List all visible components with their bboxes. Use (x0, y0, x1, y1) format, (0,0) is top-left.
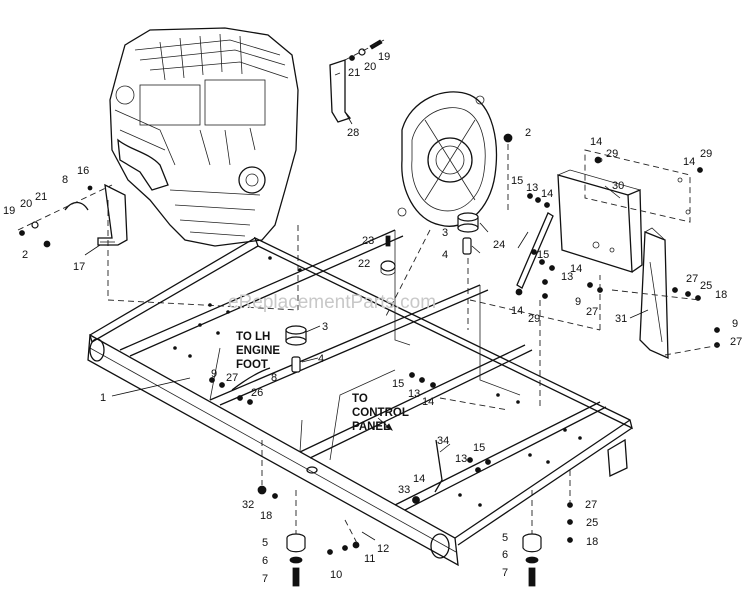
callout: 5 (262, 537, 268, 549)
callout: 20 (20, 198, 32, 210)
callout: 29 (700, 148, 712, 160)
callout: 16 (77, 165, 89, 177)
callout: 29 (606, 148, 618, 160)
callout: 29 (528, 313, 540, 325)
clamp-16 (64, 201, 89, 211)
callout: 7 (502, 567, 508, 579)
callout: 23 (362, 235, 374, 247)
callout: 22 (358, 258, 370, 270)
callout: 10 (330, 569, 342, 581)
callout: 27 (730, 336, 742, 348)
callout: 11 (364, 553, 375, 565)
fasteners-19-20-21-top (344, 39, 385, 61)
callout: 13 (408, 388, 420, 400)
callout: 13 (561, 271, 573, 283)
foot-right (522, 490, 542, 587)
callout: 12 (377, 543, 389, 555)
callout: 4 (318, 353, 324, 365)
foot-left (286, 490, 306, 587)
callout-numbers: 19 20 21 28 2 14 29 14 29 30 15 13 14 3 … (3, 51, 742, 585)
callout: 3 (322, 321, 328, 333)
callout: 2 (22, 249, 28, 261)
callout: 14 (541, 188, 553, 200)
callout: 13 (526, 182, 538, 194)
callout: 34 (437, 435, 449, 447)
callout: 14 (422, 396, 434, 408)
callout: 14 (683, 156, 695, 168)
callout: 15 (392, 378, 404, 390)
callout: 6 (502, 549, 508, 561)
assembly-lines (261, 144, 721, 546)
base-frame (87, 229, 633, 567)
callout: 18 (715, 289, 727, 301)
callout: 19 (378, 51, 390, 63)
callout: 27 (586, 306, 598, 318)
callout: 14 (590, 136, 602, 148)
callout: 14 (413, 473, 425, 485)
callout: 9 (575, 296, 581, 308)
callout: 15 (511, 175, 523, 187)
callout: 9 (211, 368, 217, 380)
svg-text:ENGINE: ENGINE (236, 345, 280, 357)
svg-text:CONTROL: CONTROL (352, 407, 409, 419)
callout: 15 (473, 442, 485, 454)
callout: 18 (586, 536, 598, 548)
callout: 13 (455, 453, 467, 465)
callout: 19 (3, 205, 15, 217)
callout: 30 (612, 180, 624, 192)
callout: 8 (271, 372, 277, 384)
callout: 24 (493, 239, 505, 251)
callout: 28 (347, 127, 359, 139)
callout: 31 (615, 313, 627, 325)
fitting-22 (380, 235, 396, 276)
mount-3-4-left (285, 325, 307, 373)
callout: 27 (585, 499, 597, 511)
callout: 32 (242, 499, 254, 511)
callout: 9 (732, 318, 738, 330)
callout: 26 (251, 387, 263, 399)
callout: 17 (73, 261, 85, 273)
callout: 18 (260, 510, 272, 522)
leader-lines (84, 185, 649, 541)
mount-3-4-center (457, 212, 479, 255)
callout: 4 (442, 249, 448, 261)
callout: 6 (262, 555, 268, 567)
callout: 2 (525, 127, 531, 139)
svg-text:FOOT: FOOT (236, 359, 268, 371)
callout: 25 (700, 280, 712, 292)
callout: 20 (364, 61, 376, 73)
frame-holes (173, 256, 582, 507)
callout: 8 (62, 174, 68, 186)
watermark: eReplacementParts.com (228, 292, 436, 313)
cable-34 (434, 439, 443, 493)
svg-text:TO: TO (352, 393, 368, 405)
svg-text:PANEL: PANEL (352, 421, 390, 433)
callout: 7 (262, 573, 268, 585)
callout: 3 (442, 227, 448, 239)
bracket-31 (639, 227, 669, 360)
engine (107, 27, 299, 311)
callout: 27 (686, 273, 698, 285)
callout: 14 (570, 263, 582, 275)
rod-24 (515, 212, 554, 296)
bracket-17 (97, 183, 128, 246)
callout: 5 (502, 532, 508, 544)
callout: 14 (511, 305, 523, 317)
callout: 33 (398, 484, 410, 496)
svg-text:TO LH: TO LH (236, 331, 270, 343)
note-control-panel: TO CONTROL PANEL (352, 393, 409, 433)
panel-30 (557, 169, 643, 273)
note-lh-engine-foot: TO LH ENGINE FOOT (236, 331, 280, 371)
hose-8 (231, 367, 271, 391)
callout: 25 (586, 517, 598, 529)
callout: 21 (35, 191, 47, 203)
callout: 1 (100, 392, 106, 404)
callout: 15 (537, 249, 549, 261)
hardware-dots (209, 133, 720, 555)
callout: 21 (348, 67, 360, 79)
bell-housing (397, 91, 498, 227)
callout: 27 (226, 372, 238, 384)
